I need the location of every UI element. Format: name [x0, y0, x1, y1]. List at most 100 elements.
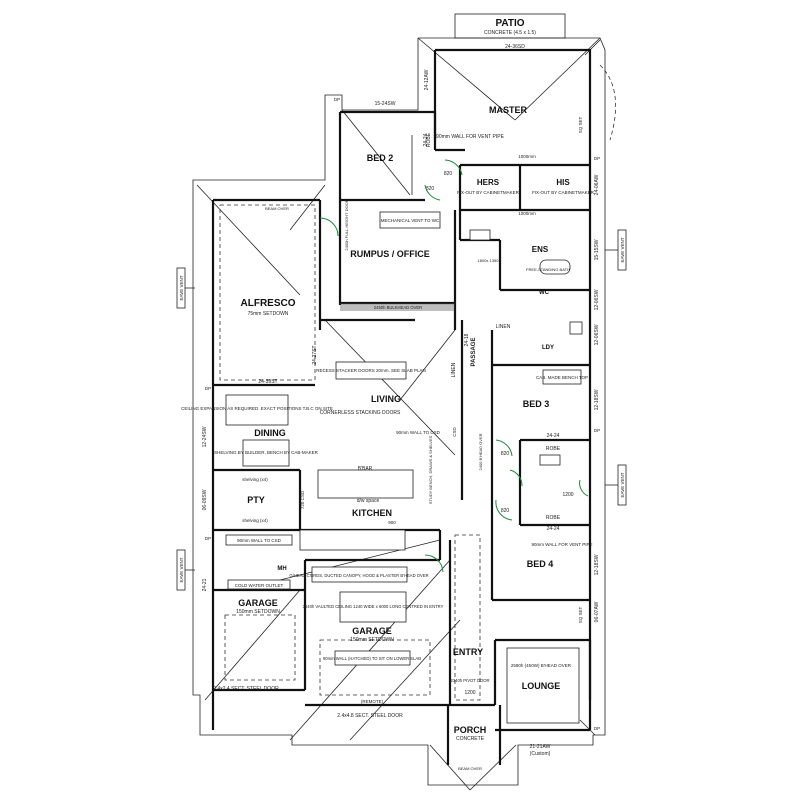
room-porch: PORCH [454, 725, 487, 735]
vaulted-ceiling-line [454, 534, 481, 701]
ceiling-expansion-box [225, 394, 289, 426]
room-passage: PASSAGE [471, 338, 477, 367]
note-pivot-width: 1200 [464, 690, 475, 696]
room-garage-mid: GARAGE [352, 626, 392, 636]
eave-vent-3: EAVE VENT [620, 237, 625, 262]
dim-12-24sw: 12-24SW [202, 426, 208, 447]
bulkhead-strip [340, 303, 455, 311]
note-wall-csd-bed3: 90mm WALL TO CSD [396, 430, 441, 435]
dim-1000-2: 1000mm [518, 211, 536, 216]
room-garage-mid-sub: 150mm SETDOWN [350, 637, 394, 643]
hip-line [399, 329, 456, 401]
dim-24-36sd: 24-36SD [505, 44, 525, 50]
cold-water-box [227, 579, 291, 590]
dp-1: DP [334, 97, 340, 102]
dim-24-24-1: 24-24 [547, 433, 560, 439]
note-full-height-door: 2400h FULL HEIGHT DOOR [344, 199, 349, 250]
door-1200: 1200 [562, 492, 573, 498]
garage-mid-ceiling [319, 639, 431, 696]
note-lounge-bhead: 2590h (450W) B'HEAD OVER [511, 663, 572, 668]
label-csd: CSD [452, 427, 457, 437]
note-pivot-door: 2340h PIVOT DOOR [450, 678, 489, 683]
dp-4: DP [205, 386, 211, 391]
room-bed2: BED 2 [367, 153, 394, 163]
trough [569, 321, 583, 335]
note-shelving-builder: SHELVING BY BUILDER. BENCH BY CAB-MAKER [214, 450, 319, 455]
label-mh: MH [277, 566, 286, 572]
note-bath-size: 1800x 1350 [478, 258, 500, 263]
note-vaulted: 3040h VAULTED CEILING 1240 WIDE x 6000 L… [303, 604, 444, 609]
dim-24-18: 24-18 [464, 333, 470, 346]
dim-1000-1: 1000mm [518, 154, 536, 159]
room-bed3: BED 3 [523, 399, 550, 409]
room-his: HIS [556, 178, 570, 187]
dim-custom: (Custom) [530, 751, 551, 757]
dim-21-21aw: 21-21AW [530, 744, 551, 750]
door-820-3: 820 [501, 508, 510, 514]
note-sq-set: SQ SET [578, 117, 583, 134]
note-vent-master: 90mm WALL FOR VENT PIPE [436, 134, 505, 140]
alfresco-beam-line [219, 204, 316, 381]
wall-hatched-box [334, 650, 411, 666]
note-canopy: G/HEAD C'BRDS, DUCTED CANOPY, HOOD & PLA… [289, 573, 428, 578]
room-rumpus: RUMPUS / OFFICE [350, 249, 430, 259]
label-csd-2: 720 CSD [300, 490, 305, 509]
robe-bed3: ROBE [546, 446, 561, 452]
room-hers: HERS [477, 178, 500, 187]
hip-line [341, 109, 411, 196]
note-cornerless: CORNERLESS STACKING DOORS [320, 410, 401, 416]
dim-24-27st: 24-27ST [312, 345, 318, 364]
hip-line [349, 619, 461, 741]
room-ldy: LDY [542, 345, 554, 351]
shelving-box [242, 439, 290, 467]
garage-door-left: 2.4x2.4 SECT. STEEL DOOR [213, 686, 279, 692]
dim-24-06aw: 24-06AW [594, 174, 600, 195]
lounge-bulkhead [506, 647, 580, 724]
dp-6: DP [594, 726, 600, 731]
hip-line [514, 37, 601, 121]
note-remote: (REMOTE) [361, 699, 384, 704]
note-sq-set-bed4: SQ SET [578, 607, 583, 624]
room-patio: PATIO [495, 18, 524, 29]
kitchen-bench [299, 529, 406, 551]
eave-vent-1: EAVE VENT [179, 275, 184, 300]
room-wc: WC [539, 290, 550, 296]
room-garage-left: GARAGE [238, 598, 278, 608]
room-bed4: BED 4 [527, 559, 554, 569]
room-porch-sub: CONCRETE [456, 736, 485, 742]
note-shelving-2: shelving (x4) [242, 518, 268, 523]
wc-fixture [469, 229, 491, 241]
linen-2: LINEN [451, 362, 457, 377]
mech-vent-box [379, 211, 441, 229]
room-patio-sub: CONCRETE (4.5 x 1.5) [484, 30, 536, 36]
hip-line [584, 39, 601, 56]
recess-doors-box [335, 361, 407, 380]
note-bulkhead: 2450h BULKHEAD OVER [374, 305, 422, 310]
garage-door-mid: 2.4x4.8 SECT. STEEL DOOR [337, 713, 403, 719]
dim-15-24sw: 15-24SW [375, 101, 396, 107]
note-vent-bed4: 90mm WALL FOR VENT PIPE [531, 542, 592, 547]
room-dining: DINING [254, 428, 286, 438]
room-garage-left-sub: 150mm SETDOWN [236, 609, 280, 615]
wc-bed3 [539, 454, 561, 466]
wall-csd-garage-box [225, 534, 293, 546]
room-entry: ENTRY [453, 647, 483, 657]
room-alfresco: ALFRESCO [241, 298, 296, 309]
note-mech-vent: MECHANICAL VENT TO WC [381, 218, 440, 223]
note-study-bench: STUDY BENCH, DRAWS & SHELVES [428, 435, 433, 504]
robe-bed4: ROBE [546, 515, 561, 521]
dim-06-07aw: 06-07AW [594, 601, 600, 622]
vaulted-box [339, 591, 407, 623]
note-wall-hatched: 90mm WALL (HATCHED) TO SIT ON LOWER SLAB [323, 656, 421, 661]
dim-24-24-2: 24-24 [547, 526, 560, 532]
island-bench [317, 469, 414, 499]
hip-line [289, 184, 326, 231]
note-beam-alfresco: BEAM OVER [265, 206, 289, 211]
room-alfresco-sub: 75mm SETDOWN [248, 311, 289, 317]
room-lounge: LOUNGE [522, 681, 561, 691]
hip-line [324, 319, 456, 456]
bath-fixture [539, 259, 571, 275]
dim-12-18sw-b: 12-18SW [594, 554, 600, 575]
linen-1: LINEN [496, 324, 511, 330]
